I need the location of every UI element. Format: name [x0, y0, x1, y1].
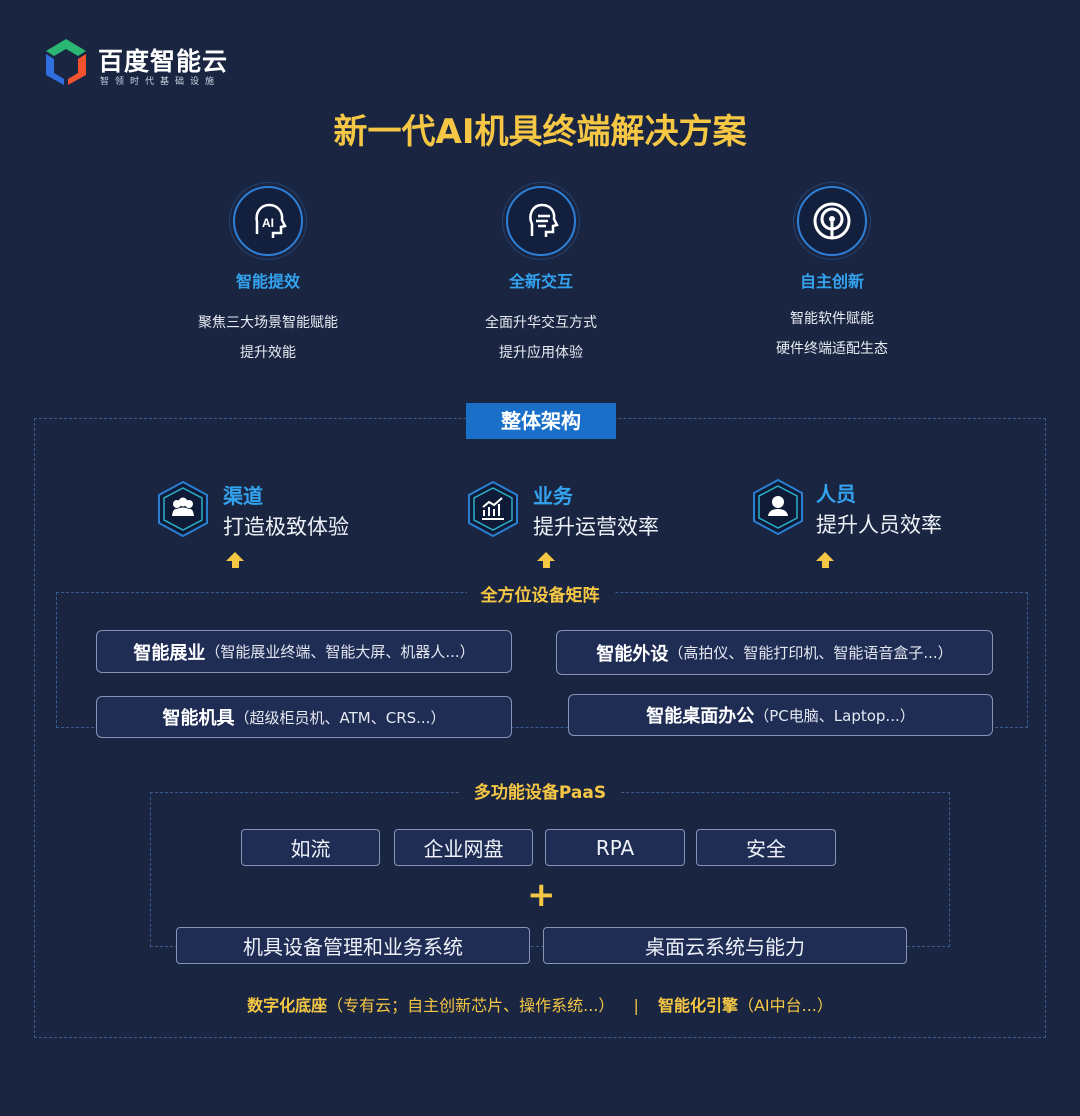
device-detail: （超级柜员机、ATM、CRS...）: [234, 708, 446, 727]
paas-item: 如流: [241, 829, 380, 866]
ai-head-icon: AI: [233, 186, 303, 256]
arrow-up-icon: [816, 552, 834, 568]
feature-desc-line: 聚焦三大场景智能赋能: [198, 315, 338, 331]
device-detail: （PC电脑、Laptop...）: [754, 706, 915, 725]
feature-independent-innovation: 自主创新 智能软件赋能硬件终端适配生态: [702, 186, 962, 364]
feature-new-interaction: 全新交互 全面升华交互方式提升应用体验: [411, 186, 671, 368]
device-detail: （高拍仪、智能打印机、智能语音盒子...）: [668, 644, 953, 662]
feature-desc-line: 提升应用体验: [499, 345, 583, 361]
foundation-line: 数字化底座（专有云；自主创新芯片、操作系统...） | 智能化引擎（AI中台..…: [0, 992, 1080, 1016]
device-detail: （智能展业终端、智能大屏、机器人...）: [205, 643, 475, 661]
device-name: 智能外设: [596, 643, 669, 665]
feature-desc-line: 提升效能: [240, 345, 296, 361]
column-title: 人员: [816, 482, 856, 506]
column-subtitle: 提升人员效率: [816, 513, 942, 537]
paas-item: 企业网盘: [394, 829, 533, 866]
paas-item: 安全: [696, 829, 836, 866]
device-box: 智能展业（智能展业终端、智能大屏、机器人...）: [96, 630, 512, 673]
feature-desc-line: 智能软件赋能: [790, 311, 874, 327]
engine-detail: （AI中台...）: [737, 996, 833, 1015]
logo-name: 百度智能云: [98, 47, 229, 76]
feature-smart-efficiency: AI 智能提效 聚焦三大场景智能赋能提升效能: [138, 186, 398, 368]
device-name: 智能机具: [162, 708, 235, 729]
paas-label: 多功能设备PaaS: [459, 783, 621, 803]
plus-icon: +: [527, 875, 556, 915]
arrow-up-icon: [226, 552, 244, 568]
baidu-cloud-logo-icon: [46, 39, 86, 85]
svg-text:AI: AI: [262, 216, 274, 230]
column-subtitle: 提升运营效率: [533, 515, 659, 539]
device-name: 智能展业: [133, 642, 206, 664]
person-icon: [753, 478, 803, 536]
feature-title: 自主创新: [799, 272, 864, 291]
people-icon: [158, 480, 208, 538]
chart-icon: [468, 480, 518, 538]
column-title: 业务: [533, 484, 573, 508]
device-name: 智能桌面办公: [646, 706, 755, 727]
feature-desc-line: 全面升华交互方式: [485, 315, 597, 331]
feature-desc-line: 硬件终端适配生态: [776, 341, 888, 357]
device-box: 智能桌面办公（PC电脑、Laptop...）: [568, 694, 993, 736]
separator: |: [633, 996, 639, 1015]
paas-item: RPA: [545, 829, 685, 866]
system-box: 机具设备管理和业务系统: [176, 927, 530, 964]
feature-title: 全新交互: [508, 272, 573, 291]
voice-interaction-icon: [506, 186, 576, 256]
device-box: 智能机具（超级柜员机、ATM、CRS...）: [96, 696, 512, 738]
column-channel: 渠道打造极致体验: [157, 480, 349, 541]
innovation-signal-icon: [797, 186, 867, 256]
device-box: 智能外设（高拍仪、智能打印机、智能语音盒子...）: [556, 630, 993, 675]
engine-title: 智能化引擎: [657, 996, 738, 1015]
foundation-title: 数字化底座: [247, 996, 328, 1015]
column-subtitle: 打造极致体验: [223, 515, 349, 539]
paas-frame: [150, 792, 950, 947]
architecture-label: 整体架构: [466, 403, 616, 439]
arrow-up-icon: [537, 552, 555, 568]
logo-tagline: 智领时代基础设施: [100, 77, 221, 87]
column-business: 业务提升运营效率: [467, 480, 659, 541]
column-title: 渠道: [223, 484, 263, 508]
feature-title: 智能提效: [235, 272, 300, 291]
column-personnel: 人员提升人员效率: [752, 478, 942, 539]
foundation-detail: （专有云；自主创新芯片、操作系统...）: [327, 996, 615, 1015]
device-matrix-label: 全方位设备矩阵: [466, 586, 614, 606]
system-box: 桌面云系统与能力: [543, 927, 907, 964]
page-title: 新一代AI机具终端解决方案: [333, 112, 747, 152]
